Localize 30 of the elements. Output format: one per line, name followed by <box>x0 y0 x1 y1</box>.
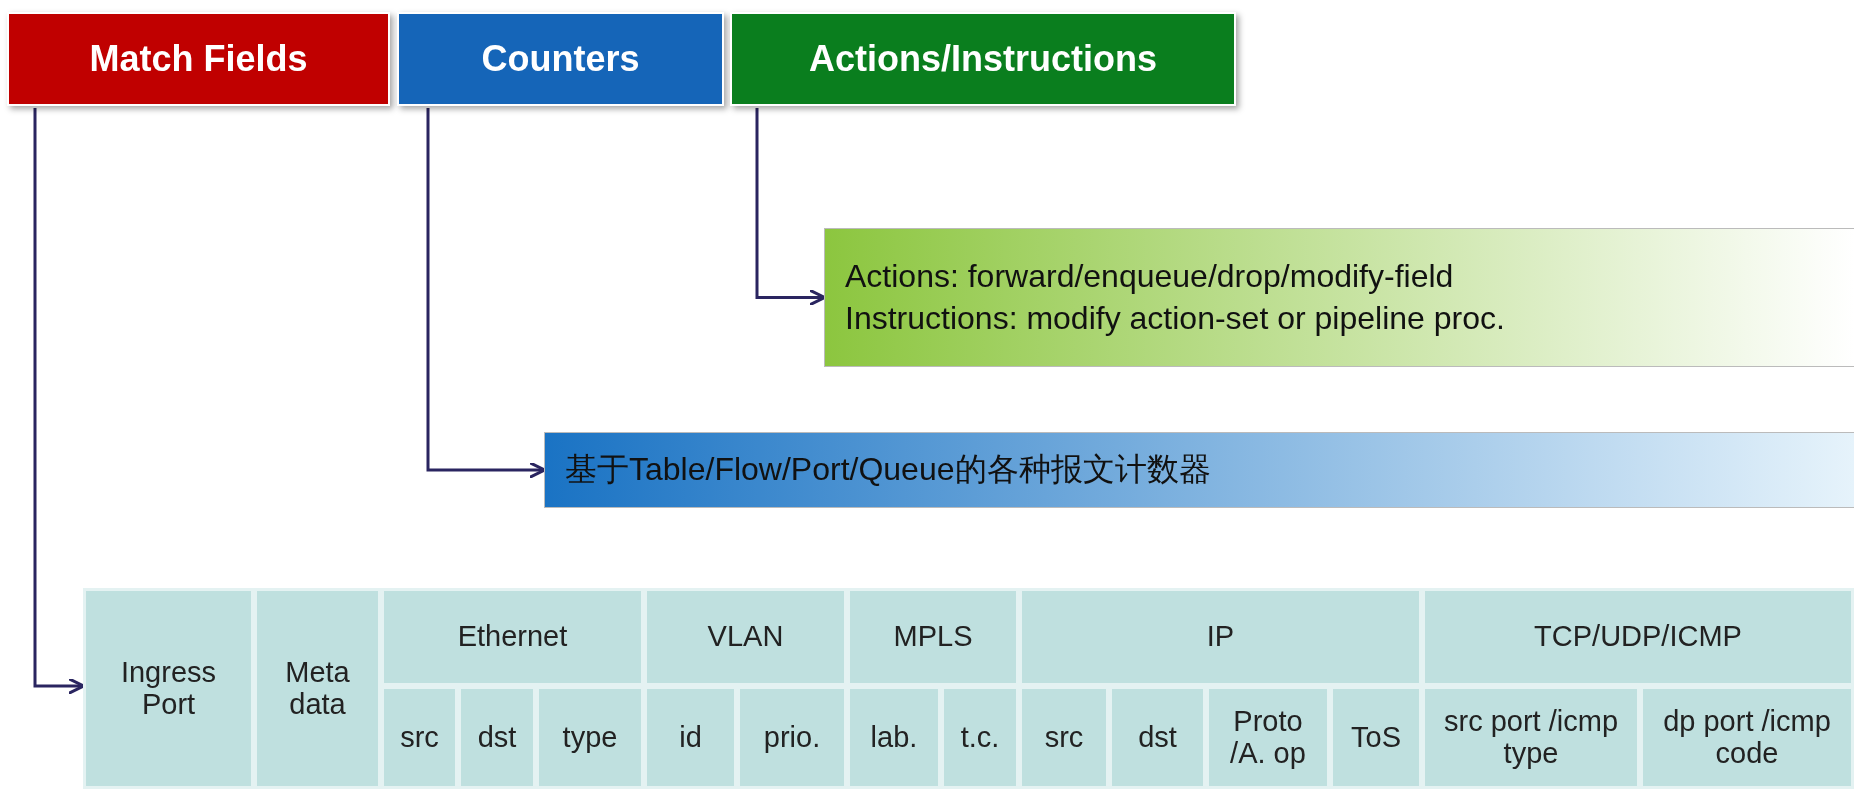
table-cell-text: type <box>562 721 618 754</box>
header-tab: Counters <box>397 12 724 106</box>
note-banner <box>824 228 1854 367</box>
table-cell-text: id <box>679 721 702 754</box>
arrow <box>755 108 826 307</box>
table-cell-text: src <box>400 721 439 754</box>
header-tab: Actions/Instructions <box>730 12 1236 106</box>
table-cell-text: MPLS <box>893 621 973 653</box>
table-cell-text: src <box>1044 721 1084 754</box>
table-cell-text: ToS <box>1351 721 1401 754</box>
table-cell: Ingress Port <box>83 588 254 789</box>
table-cell-text: Ethernet <box>457 621 568 653</box>
table-cell-text: t.c. <box>960 721 1000 754</box>
arrow <box>426 108 546 479</box>
table-cell-text: src port /icmp type <box>1443 705 1619 770</box>
note-text: Instructions: modify action-set or pipeline proc. <box>845 298 1506 338</box>
arrow <box>33 108 85 695</box>
table-cell-text: dst <box>1138 721 1177 754</box>
table-cell-text: prio. <box>763 721 821 754</box>
table-cell-text: VLAN <box>707 621 784 653</box>
table-cell-text: TCP/UDP/ICMP <box>1534 621 1742 653</box>
note-text: Actions: forward/enqueue/drop/modify-field <box>845 256 1455 296</box>
table-cell-text: dp port /icmp code <box>1662 705 1832 770</box>
table-cell-text: Meta data <box>284 656 351 721</box>
table-cell-text: lab. <box>870 721 918 754</box>
note-banner: 基于Table/Flow/Port/Queue的各种报文计数器 <box>544 432 1854 508</box>
table-cell-text: IP <box>1206 621 1235 653</box>
table-cell-text: dst <box>477 721 517 754</box>
header-tab: Match Fields <box>7 12 390 106</box>
table-cell-text: Proto /A. op <box>1229 705 1307 770</box>
